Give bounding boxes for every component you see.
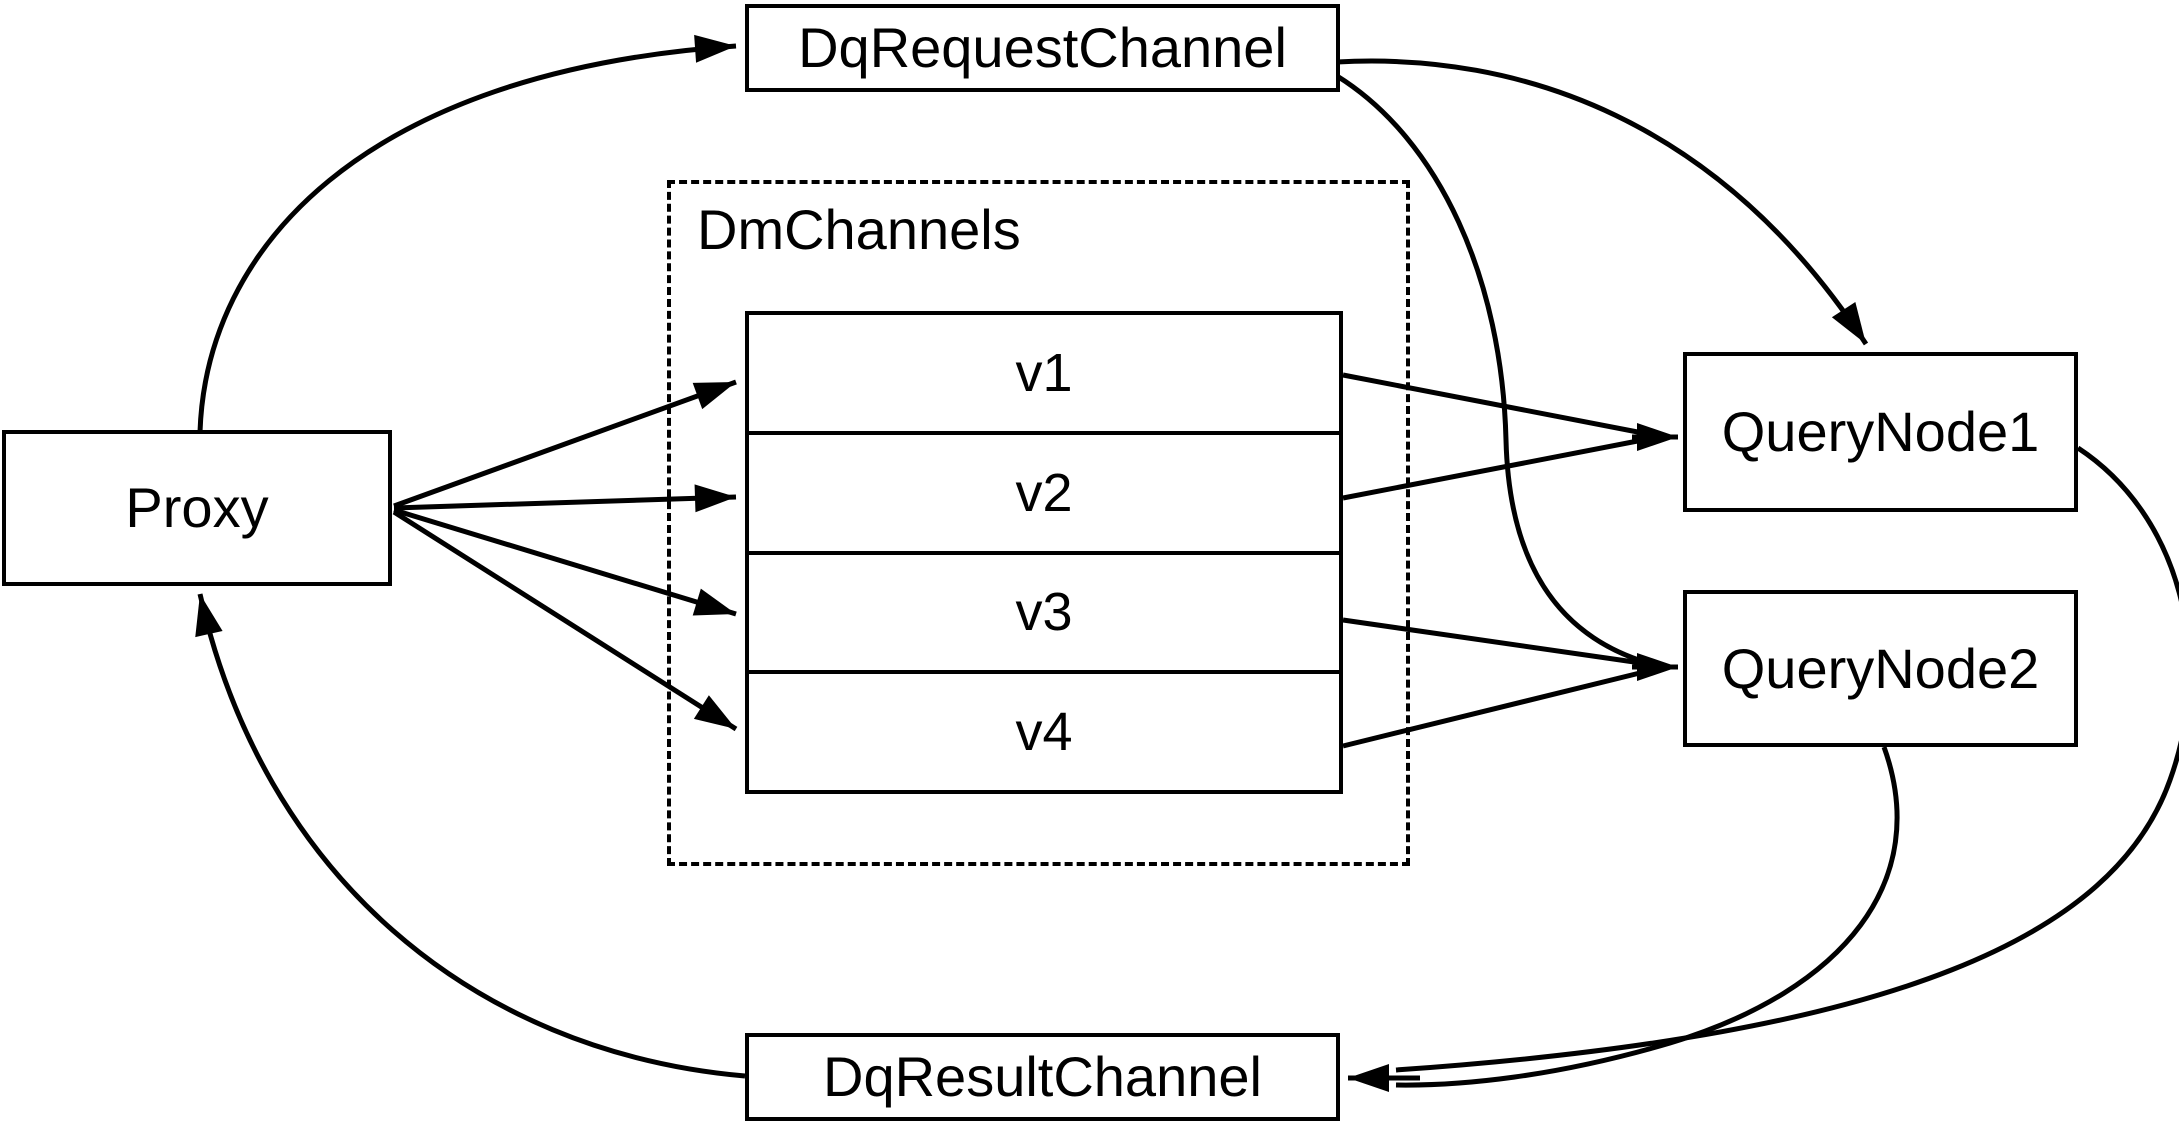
edge-proxy-to-v1 xyxy=(393,379,737,509)
edge-v3-to-querynode2 xyxy=(1342,617,1649,667)
group-dm-channels: DmChannels xyxy=(667,180,1410,866)
node-proxy: Proxy xyxy=(2,430,392,586)
edge-dqrequestchannel-to-querynode2 xyxy=(1335,73,1649,666)
dm-channels-table: v1 v2 v3 v4 xyxy=(745,311,1343,794)
node-query-node1: QueryNode1 xyxy=(1683,352,2078,512)
edge-querynode1-to-dqresultchannel xyxy=(1395,445,2179,1073)
edge-dqrequestchannel-to-querynode1 xyxy=(1336,58,1869,346)
node-dq-request-channel: DqRequestChannel xyxy=(745,4,1340,92)
edge-v4-to-querynode2 xyxy=(1342,668,1649,749)
channel-row-v2: v2 xyxy=(749,430,1339,551)
edge-querynode2-to-dqresultchannel xyxy=(1395,746,1900,1088)
edge-proxy-to-v3 xyxy=(393,507,737,617)
edge-v2-to-querynode1 xyxy=(1342,436,1649,501)
edge-proxy-to-v2 xyxy=(393,484,737,513)
dm-channels-label: DmChannels xyxy=(697,198,1021,261)
edge-proxy-to-v4 xyxy=(392,509,738,732)
channel-row-v4: v4 xyxy=(749,670,1339,790)
node-dq-result-channel: DqResultChannel xyxy=(745,1033,1340,1121)
edge-dqresultchannel-to-proxy xyxy=(195,593,746,1079)
channel-row-v1: v1 xyxy=(1015,342,1073,403)
edge-proxy-to-dqrequestchannel xyxy=(197,34,737,433)
channel-row-v3: v3 xyxy=(749,550,1339,671)
node-query-node2: QueryNode2 xyxy=(1683,590,2078,747)
edge-v1-to-querynode1 xyxy=(1342,372,1649,437)
